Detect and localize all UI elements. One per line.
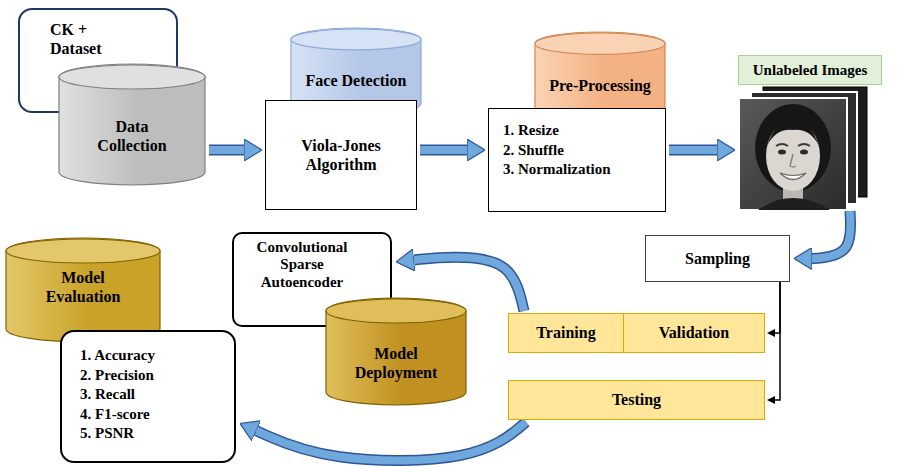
node-text: Model Deployment — [341, 344, 451, 382]
split-box: Training — [508, 313, 624, 353]
flow-connector — [775, 282, 780, 400]
node-text: 2. Precision — [80, 366, 154, 386]
node-text: Validation — [659, 323, 730, 342]
node-text: 3. Recall — [80, 385, 135, 405]
node-text: 4. F1-score — [80, 405, 150, 425]
node-text: Pre-Processing — [549, 76, 651, 95]
cylinder-top — [6, 239, 160, 263]
node-text: Data Collection — [82, 117, 182, 155]
node-text: Model Evaluation — [28, 268, 138, 306]
arrow-outline — [209, 145, 244, 156]
flow-connector — [209, 150, 244, 151]
flow-connector — [420, 150, 467, 151]
arrow-line — [775, 282, 780, 400]
cylinder-top — [326, 299, 466, 323]
node-text: Viola-Jones Algorithm — [281, 136, 401, 174]
cylinder-body — [59, 64, 205, 185]
face-photo — [739, 98, 847, 210]
node-text: CK + Dataset — [50, 20, 130, 58]
arrow-outline — [256, 422, 526, 461]
arrow-outline — [420, 145, 467, 156]
split-box: Validation — [623, 313, 765, 353]
node-text: 3. Normalization — [503, 160, 610, 180]
split-box: Testing — [508, 380, 765, 420]
node-text: 2. Shuffle — [503, 141, 564, 161]
node-text: Testing — [612, 390, 661, 409]
arrow-outline — [669, 145, 717, 156]
cylinder-top — [59, 65, 205, 89]
arrow-body — [812, 211, 851, 259]
flow-connector — [256, 422, 526, 461]
arrow-body — [209, 146, 244, 154]
cylinder-body — [6, 238, 160, 342]
node-text: Convolutional Sparse Autoencoder — [242, 239, 362, 291]
database-cylinder: Model Evaluation — [5, 238, 161, 343]
node-text: 1. Accuracy — [80, 346, 155, 366]
step-list-box: 1. Resize2. Shuffle3. Normalization — [488, 108, 666, 212]
face-image-stack — [738, 86, 870, 212]
process-box: Sampling — [645, 235, 790, 282]
cylinder-top — [291, 29, 421, 50]
arrow-body — [669, 146, 717, 154]
node-text: Training — [536, 323, 595, 342]
node-text: Sampling — [685, 249, 750, 268]
cylinder-body — [326, 298, 466, 405]
node-text: Face Detection — [306, 71, 407, 90]
database-cylinder: Model Deployment — [325, 298, 467, 406]
node-text: 1. Resize — [503, 121, 559, 141]
image-label: Unlabeled Images — [738, 55, 882, 85]
flow-connector — [669, 150, 717, 151]
flow-connector — [812, 211, 851, 259]
node-text: 5. PSNR — [80, 424, 134, 444]
database-cylinder: Data Collection — [58, 64, 206, 186]
arrow-body — [420, 146, 467, 154]
arrow-body — [256, 422, 526, 461]
image-group: Unlabeled Images — [738, 55, 882, 210]
metric-list-box: 1. Accuracy2. Precision3. Recall4. F1-sc… — [60, 330, 236, 463]
process-box: Viola-Jones Algorithm — [265, 100, 417, 210]
arrow-outline — [812, 211, 851, 259]
cylinder-top — [535, 33, 665, 54]
